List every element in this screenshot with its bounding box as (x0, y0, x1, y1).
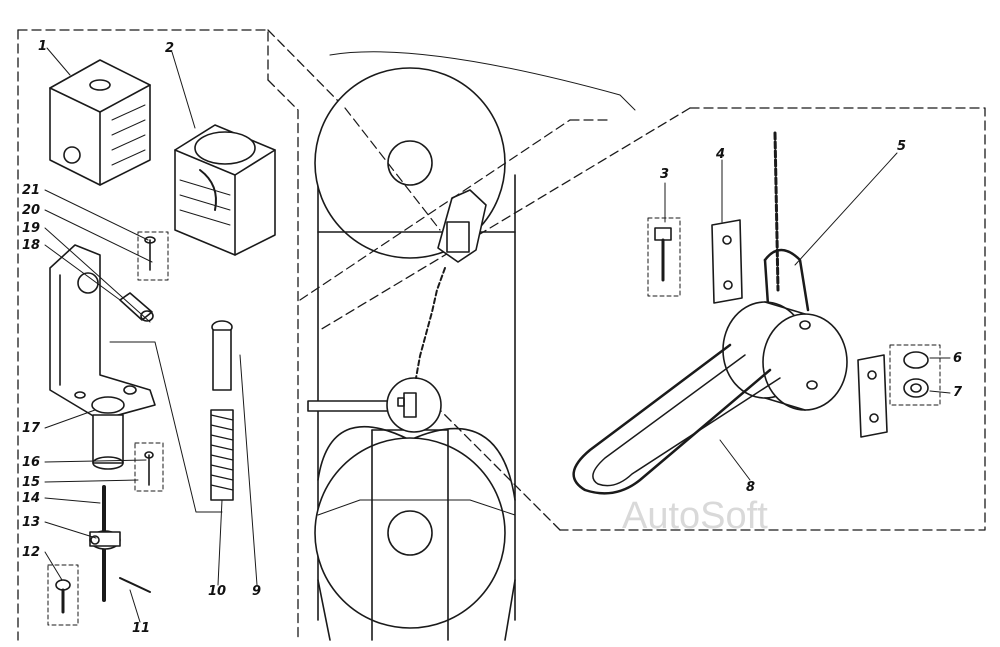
pulley-assembly (299, 51, 636, 641)
part-label-14: 14 (22, 491, 40, 506)
part-label-21: 21 (22, 183, 40, 198)
part-label-18: 18 (22, 238, 40, 253)
part-5-weight (722, 131, 848, 411)
right-group-frame (319, 107, 986, 531)
part-label-11: 11 (132, 621, 150, 636)
part-17-bracket (49, 244, 156, 470)
part-15-16-screw (134, 442, 164, 492)
part-label-7: 7 (953, 385, 963, 400)
part-8-hook (572, 343, 781, 495)
part-label-5: 5 (897, 139, 906, 154)
part-label-2: 2 (165, 41, 174, 56)
part-2-cover (174, 124, 276, 256)
part-label-10: 10 (208, 584, 226, 599)
watermark: AutoSoft (622, 495, 768, 537)
part-label-3: 3 (660, 167, 669, 182)
part-12-bolt (47, 564, 79, 626)
part-label-8: 8 (746, 480, 755, 495)
part-3-bolt (647, 217, 681, 297)
leader-lines (44, 47, 951, 623)
part-18-sleeve (119, 292, 154, 322)
part-label-12: 12 (22, 545, 40, 560)
part-4-plate (711, 219, 743, 304)
part-label-19: 19 (22, 221, 40, 236)
part-label-17: 17 (22, 421, 41, 436)
part-label-16: 16 (22, 455, 40, 470)
part-20-21-screw (137, 231, 169, 281)
part-6-7-nuts-plate (857, 344, 941, 438)
part-label-9: 9 (252, 584, 261, 599)
part-label-13: 13 (22, 515, 40, 530)
part-label-20: 20 (22, 203, 40, 218)
part-13-14-collar-shaft (89, 485, 151, 602)
left-group-frame (17, 29, 346, 641)
part-label-1: 1 (38, 39, 47, 54)
part-label-15: 15 (22, 475, 40, 490)
part-labels: 1 2 3 4 5 6 7 8 9 10 11 12 13 14 15 16 1… (22, 39, 963, 636)
part-1-enclosure (49, 59, 151, 186)
part-9-10-pin-spring (109, 320, 234, 513)
part-label-6: 6 (953, 351, 962, 366)
part-label-4: 4 (715, 147, 725, 162)
